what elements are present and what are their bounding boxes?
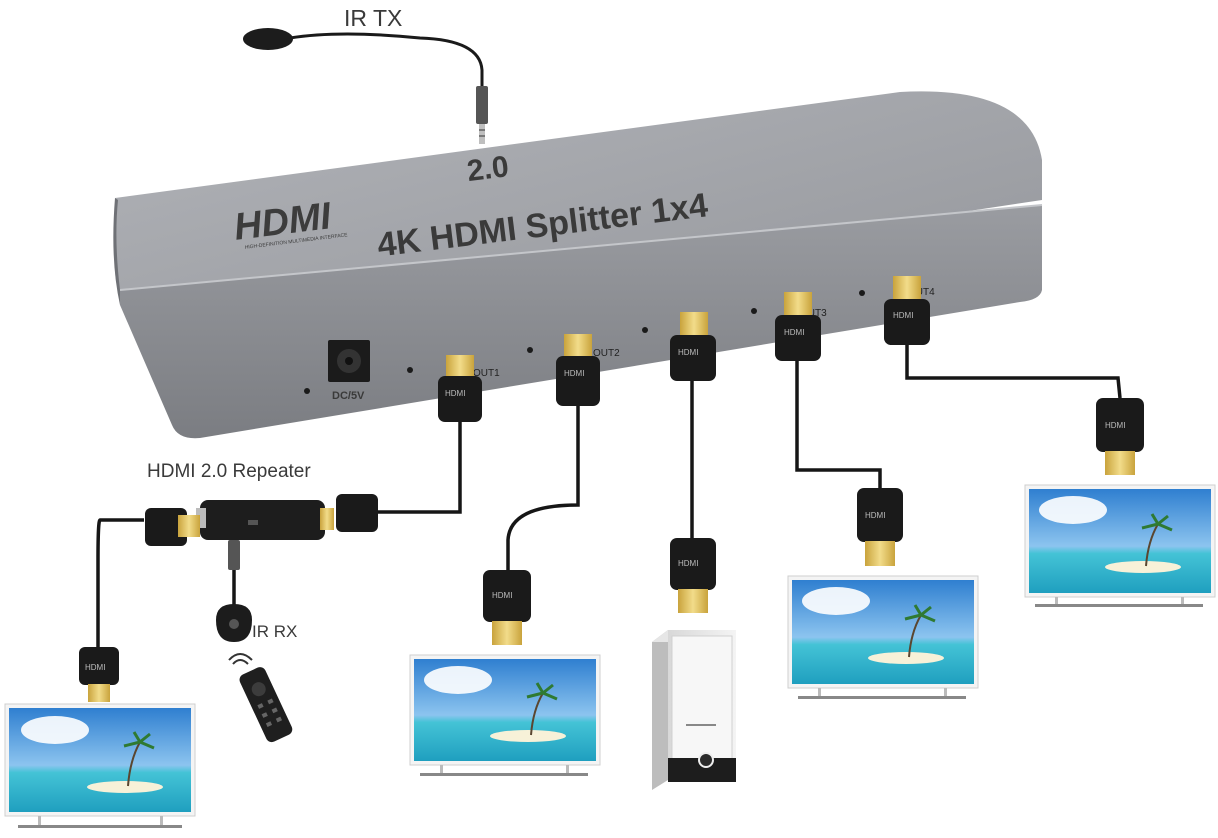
hdmi-connector: HDMI	[438, 355, 482, 422]
dc-label: DC/5V	[332, 390, 365, 402]
led-dot	[751, 308, 757, 314]
tv-display	[1024, 484, 1216, 607]
hdmi-connector-text: HDMI	[678, 559, 698, 568]
hdmi-connector-text: HDMI	[678, 348, 698, 357]
hdmi-connector: HDMI	[775, 292, 821, 361]
hdmi-connector: HDMI	[884, 276, 930, 345]
remote-control-icon	[228, 653, 293, 743]
port-label-out3: OUT3	[800, 308, 827, 319]
hdmi-connector-text: HDMI	[865, 511, 885, 520]
hdmi-splitter-box: HDMI HIGH-DEFINITION MULTIMEDIA INTERFAC…	[113, 91, 1043, 439]
led-dot	[527, 347, 533, 353]
led-dot	[859, 290, 865, 296]
port-label-out1: OUT1	[473, 368, 500, 379]
hdmi-connector-text: HDMI	[445, 389, 465, 398]
hdmi-repeater	[145, 494, 378, 570]
hdmi-connector-text: HDMI	[85, 663, 105, 672]
hdmi-connector-text: HDMI	[893, 311, 913, 320]
hdmi-connector: HDMI	[670, 312, 716, 381]
hdmi-connector-text: HDMI	[1105, 421, 1125, 430]
tv-display	[4, 703, 196, 828]
ir-rx-sensor	[216, 604, 252, 642]
led-dot	[407, 367, 413, 373]
hdmi-connector: HDMI	[857, 488, 903, 566]
hdmi-connector: HDMI	[670, 538, 716, 613]
ir-tx-sensor	[243, 28, 488, 144]
led-dot	[642, 327, 648, 333]
hdmi-connector-text: HDMI	[492, 591, 512, 600]
port-label-out4: OUT4	[908, 287, 935, 298]
led-dot	[304, 388, 310, 394]
tv-display	[409, 654, 601, 776]
pc-tower	[652, 630, 736, 790]
hdmi-connector: HDMI	[79, 647, 119, 702]
ir-rx-label: IR RX	[252, 622, 297, 641]
hdmi-connector-text: HDMI	[784, 328, 804, 337]
hdmi-version: 2.0	[465, 150, 510, 188]
hdmi-connector-text: HDMI	[564, 369, 584, 378]
ir-tx-label: IR TX	[344, 5, 402, 31]
repeater-label: HDMI 2.0 Repeater	[147, 461, 311, 482]
port-label-out2: OUT2	[593, 348, 620, 359]
hdmi-connector: HDMI	[483, 570, 531, 645]
hdmi-connector: HDMI	[556, 334, 600, 406]
tv-display	[787, 575, 979, 699]
hdmi-connector: HDMI	[1096, 398, 1144, 475]
